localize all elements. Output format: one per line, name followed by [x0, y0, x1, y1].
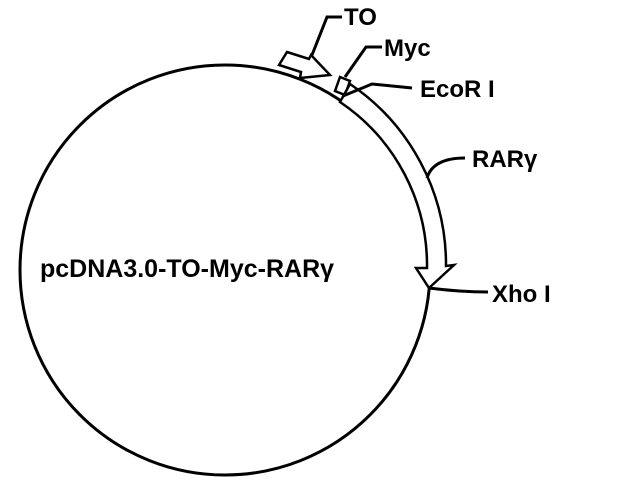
- rar-leader-line: [425, 156, 466, 179]
- xhoi-leader-line: [428, 286, 489, 294]
- rar-feature-arrow: [338, 82, 458, 290]
- xhoi-label: Xho I: [492, 281, 551, 308]
- to-leader-line: [310, 15, 342, 56]
- ecori-label: EcoR I: [420, 76, 495, 103]
- plasmid-name-label: pcDNA3.0-TO-Myc-RARγ: [40, 255, 334, 283]
- myc-label: Myc: [384, 35, 431, 62]
- ecori-leader-line: [342, 82, 413, 98]
- myc-leader-line: [343, 45, 382, 78]
- rar-label: RARγ: [472, 146, 538, 173]
- to-label: TO: [344, 4, 377, 31]
- to-feature-arrow: [277, 50, 333, 80]
